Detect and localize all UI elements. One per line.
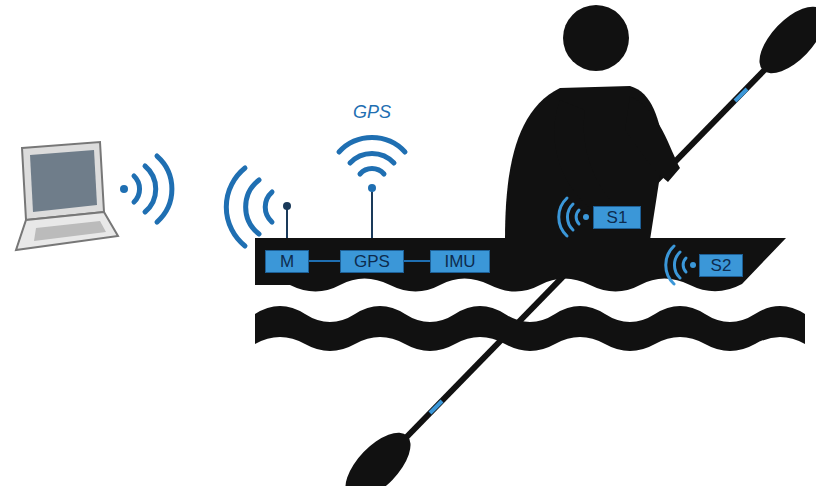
- box-label: M: [280, 253, 294, 270]
- wireless-signal: [226, 168, 291, 250]
- box-label: IMU: [444, 253, 475, 270]
- link-line: [309, 260, 340, 262]
- gps-signal: [339, 138, 405, 250]
- wireless-signal: [120, 156, 172, 222]
- signal-label: GPS: [353, 102, 391, 123]
- box-label: S1: [607, 209, 628, 226]
- sensor-box: M: [265, 250, 309, 273]
- laptop-icon: [16, 142, 118, 250]
- sensor-box: IMU: [430, 250, 490, 273]
- kayak-hull: [255, 238, 786, 292]
- water-waves: [255, 306, 805, 351]
- box-label: S2: [711, 257, 732, 274]
- sensor-signal: [559, 198, 696, 284]
- sensor-box: S1: [593, 206, 641, 229]
- sensor-box: S2: [699, 254, 743, 277]
- paddler-silhouette: [505, 5, 680, 240]
- sensor-box: GPS: [340, 250, 404, 273]
- link-line: [404, 260, 430, 262]
- box-label: GPS: [354, 253, 390, 270]
